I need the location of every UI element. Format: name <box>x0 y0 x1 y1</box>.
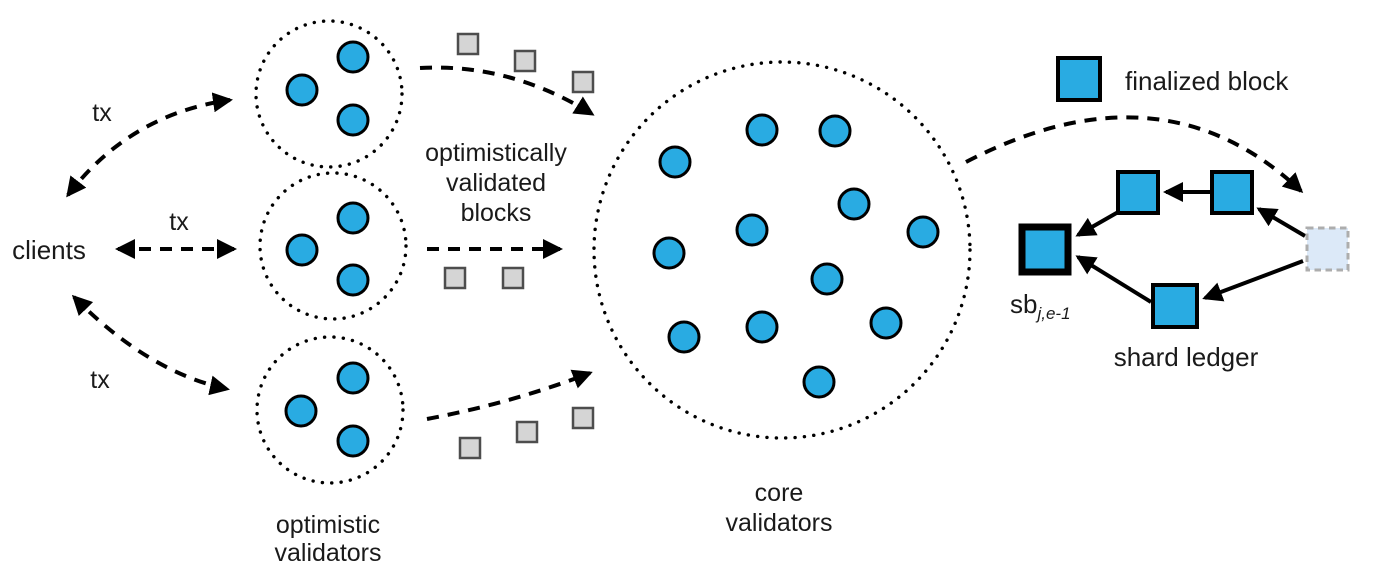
validated-block <box>515 420 539 444</box>
finalized-block <box>1116 170 1160 215</box>
validated-block <box>501 266 525 290</box>
validated-blocks-label-line3: blocks <box>461 199 532 227</box>
finalized-block-swatch <box>1056 56 1102 102</box>
block-flow-arrows <box>419 65 595 421</box>
core-validators-group <box>592 60 972 440</box>
optimistic-validator-groups <box>254 19 408 485</box>
validated-blocks-label-line2: validated <box>446 169 546 197</box>
core-validator-node <box>735 213 769 247</box>
core-validator-node <box>818 114 852 148</box>
optimistic-validators-label-line2: validators <box>275 539 382 567</box>
pending-block <box>1305 226 1350 272</box>
shard-ledger-label: shard ledger <box>1114 342 1259 372</box>
validated-block <box>571 406 595 430</box>
block-flow-arrow <box>426 369 593 421</box>
core-validator-node <box>745 113 779 147</box>
core-validators-label-line2: validators <box>726 509 833 537</box>
optimistic-validator-node <box>285 73 319 107</box>
validated-block <box>456 32 480 56</box>
sb-label-subscript: j,e-1 <box>1035 304 1070 323</box>
tx-label-top: tx <box>92 99 112 127</box>
optimistic-validator-node <box>285 233 319 267</box>
tx-label-middle: tx <box>169 208 189 236</box>
optimistic-validator-node <box>336 201 370 235</box>
validated-block <box>443 266 467 290</box>
optimistic-validator-node <box>336 424 370 458</box>
core-validator-node <box>745 310 779 344</box>
core-validator-node <box>837 187 871 221</box>
ledger-edge <box>1256 207 1307 238</box>
core-validator-node <box>652 236 686 270</box>
core-validators-label-line1: core <box>755 479 804 507</box>
client-tx-arrow <box>71 294 230 396</box>
core-validators-circle <box>592 60 972 440</box>
tx-label-bottom: tx <box>90 366 110 394</box>
optimistic-validator-node <box>336 263 370 297</box>
ledger-edge <box>1202 259 1304 302</box>
optimistic-group-circle <box>254 19 404 169</box>
optimistic-validator-node <box>336 361 370 395</box>
shard-ledger-blocks <box>1018 170 1350 329</box>
core-validator-node <box>658 145 692 179</box>
shard-ledger-edges <box>1075 182 1307 304</box>
core-validator-node <box>810 262 844 296</box>
client-tx-arrows <box>66 92 237 396</box>
optimistic-validator-node <box>336 40 370 74</box>
core-validator-node <box>906 215 940 249</box>
validated-block <box>571 70 595 94</box>
core-validator-node <box>802 365 836 399</box>
legend <box>1056 56 1102 102</box>
ledger-edge <box>1075 209 1121 237</box>
optimistic-group-circle <box>255 335 405 485</box>
finalization-arc <box>965 115 1304 194</box>
block-flow-arrow <box>419 65 595 116</box>
finalized-block <box>1151 283 1199 329</box>
optimistic-validators-label-line1: optimistic <box>276 511 380 539</box>
previous-shard-block-label: sbj,e-1 <box>1010 289 1071 323</box>
handoff-arc <box>965 115 1304 194</box>
core-validator-node <box>869 306 903 340</box>
optimistic-validator-node <box>284 394 318 428</box>
clients-label: clients <box>12 235 86 265</box>
validated-block <box>458 436 482 460</box>
previous-epoch-shard-block <box>1018 223 1072 276</box>
sb-label-base: sb <box>1010 289 1037 319</box>
validated-blocks-label-line1: optimistically <box>425 139 567 167</box>
ledger-edge <box>1075 255 1153 304</box>
optimistic-group-circle <box>258 171 408 321</box>
core-validator-node <box>667 320 701 354</box>
finalized-block <box>1210 170 1254 215</box>
optimistic-validator-node <box>336 103 370 137</box>
client-tx-arrow <box>66 92 233 198</box>
finalized-block-label: finalized block <box>1125 66 1289 96</box>
validated-blocks <box>443 32 595 460</box>
validated-block <box>513 49 537 73</box>
